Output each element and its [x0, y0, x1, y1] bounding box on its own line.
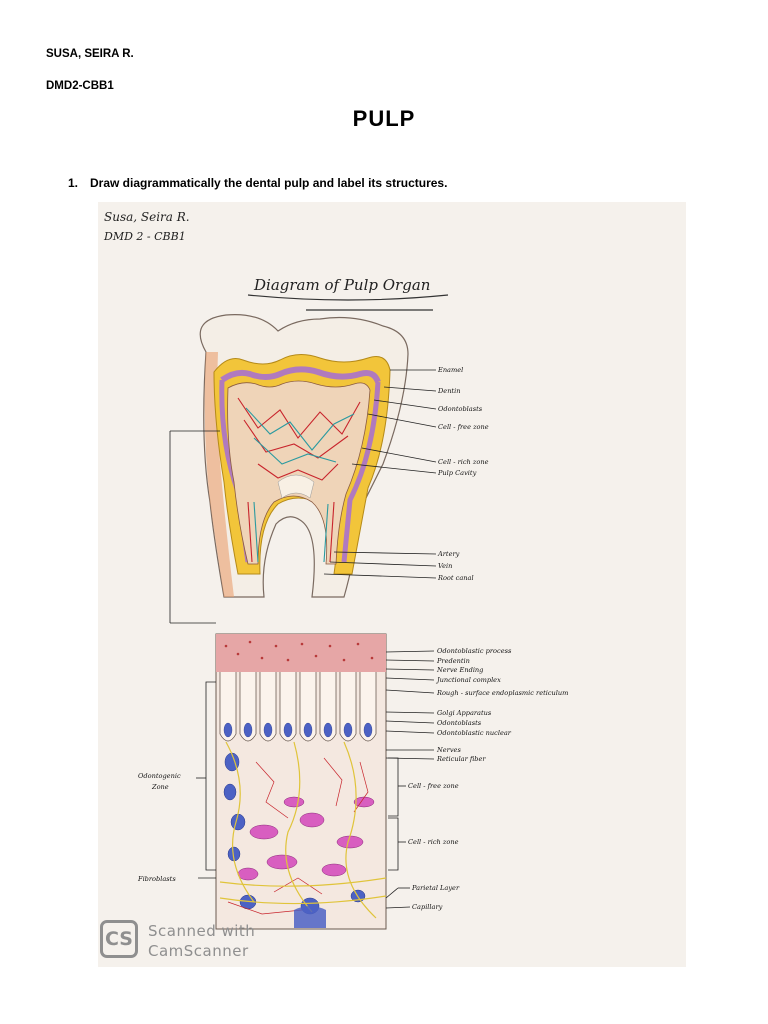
histo-label-odontoblastic-nuclear: Odontoblastic nuclear — [437, 729, 512, 737]
question-number: 1. — [68, 176, 79, 190]
tooth-label-pulp-cavity: Pulp Cavity — [437, 469, 477, 477]
student-section: DMD2-CBB1 — [46, 80, 114, 92]
histo-label-reticular-fiber: Reticular fiber — [436, 755, 486, 763]
watermark-line1: Scanned with — [148, 922, 256, 940]
handwritten-name: Susa, Seira R. — [104, 210, 190, 224]
camscanner-logo: CS — [100, 920, 138, 958]
watermark-line2: CamScanner — [148, 942, 249, 960]
histo-label-golgi: Golgi Apparatus — [437, 709, 492, 717]
tooth-label-cell-rich-zone: Cell - rich zone — [438, 458, 489, 466]
tooth-label-odontoblasts: Odontoblasts — [438, 405, 483, 413]
histo-label-nerves: Nerves — [436, 746, 461, 754]
left-label-fibroblasts: Fibroblasts — [137, 875, 176, 883]
pulp-diagram: Susa, Seira R. DMD 2 - CBB1 Diagram of P… — [103, 210, 568, 930]
zone-label-parietal-layer: Parietal Layer — [411, 884, 460, 892]
student-name: SUSA, SEIRA R. — [46, 48, 134, 60]
tooth-label-dentin: Dentin — [437, 387, 460, 395]
zone-label-cell-free: Cell - free zone — [408, 782, 459, 790]
histo-label-predentin: Predentin — [436, 657, 470, 665]
histo-label-odontoblasts: Odontoblasts — [437, 719, 482, 727]
histo-label-rough-er: Rough - surface endoplasmic reticulum — [436, 689, 568, 697]
histology-diagram: Odontoblastic process Predentin Nerve En… — [137, 633, 568, 930]
tooth-label-cell-free-zone: Cell - free zone — [438, 423, 489, 431]
page-title: PULP — [352, 106, 416, 131]
histo-label-nerve-ending: Nerve Ending — [436, 666, 483, 674]
left-label-odontogenic: Odontogenic — [138, 772, 181, 780]
handwritten-section: DMD 2 - CBB1 — [103, 230, 186, 243]
zone-label-cell-rich: Cell - rich zone — [408, 838, 459, 846]
left-label-zone: Zone — [151, 783, 169, 791]
tooth-label-root-canal: Root canal — [437, 574, 474, 582]
tooth-label-artery: Artery — [437, 550, 460, 558]
zone-label-capillary: Capillary — [412, 903, 443, 911]
tooth-label-enamel: Enamel — [437, 366, 463, 374]
question-text: Draw diagrammatically the dental pulp an… — [90, 176, 448, 190]
question: 1. Draw diagrammatically the dental pulp … — [68, 176, 447, 190]
drawing-title: Diagram of Pulp Organ — [253, 276, 430, 294]
tooth-diagram: Enamel Dentin Odontoblasts Cell - free z… — [169, 313, 489, 624]
tooth-label-vein: Vein — [438, 562, 452, 570]
scanned-drawing: Susa, Seira R. DMD 2 - CBB1 Diagram of P… — [98, 202, 686, 967]
histo-label-junctional-complex: Junctional complex — [435, 676, 501, 684]
histo-label-odontoblastic-process: Odontoblastic process — [437, 647, 512, 655]
